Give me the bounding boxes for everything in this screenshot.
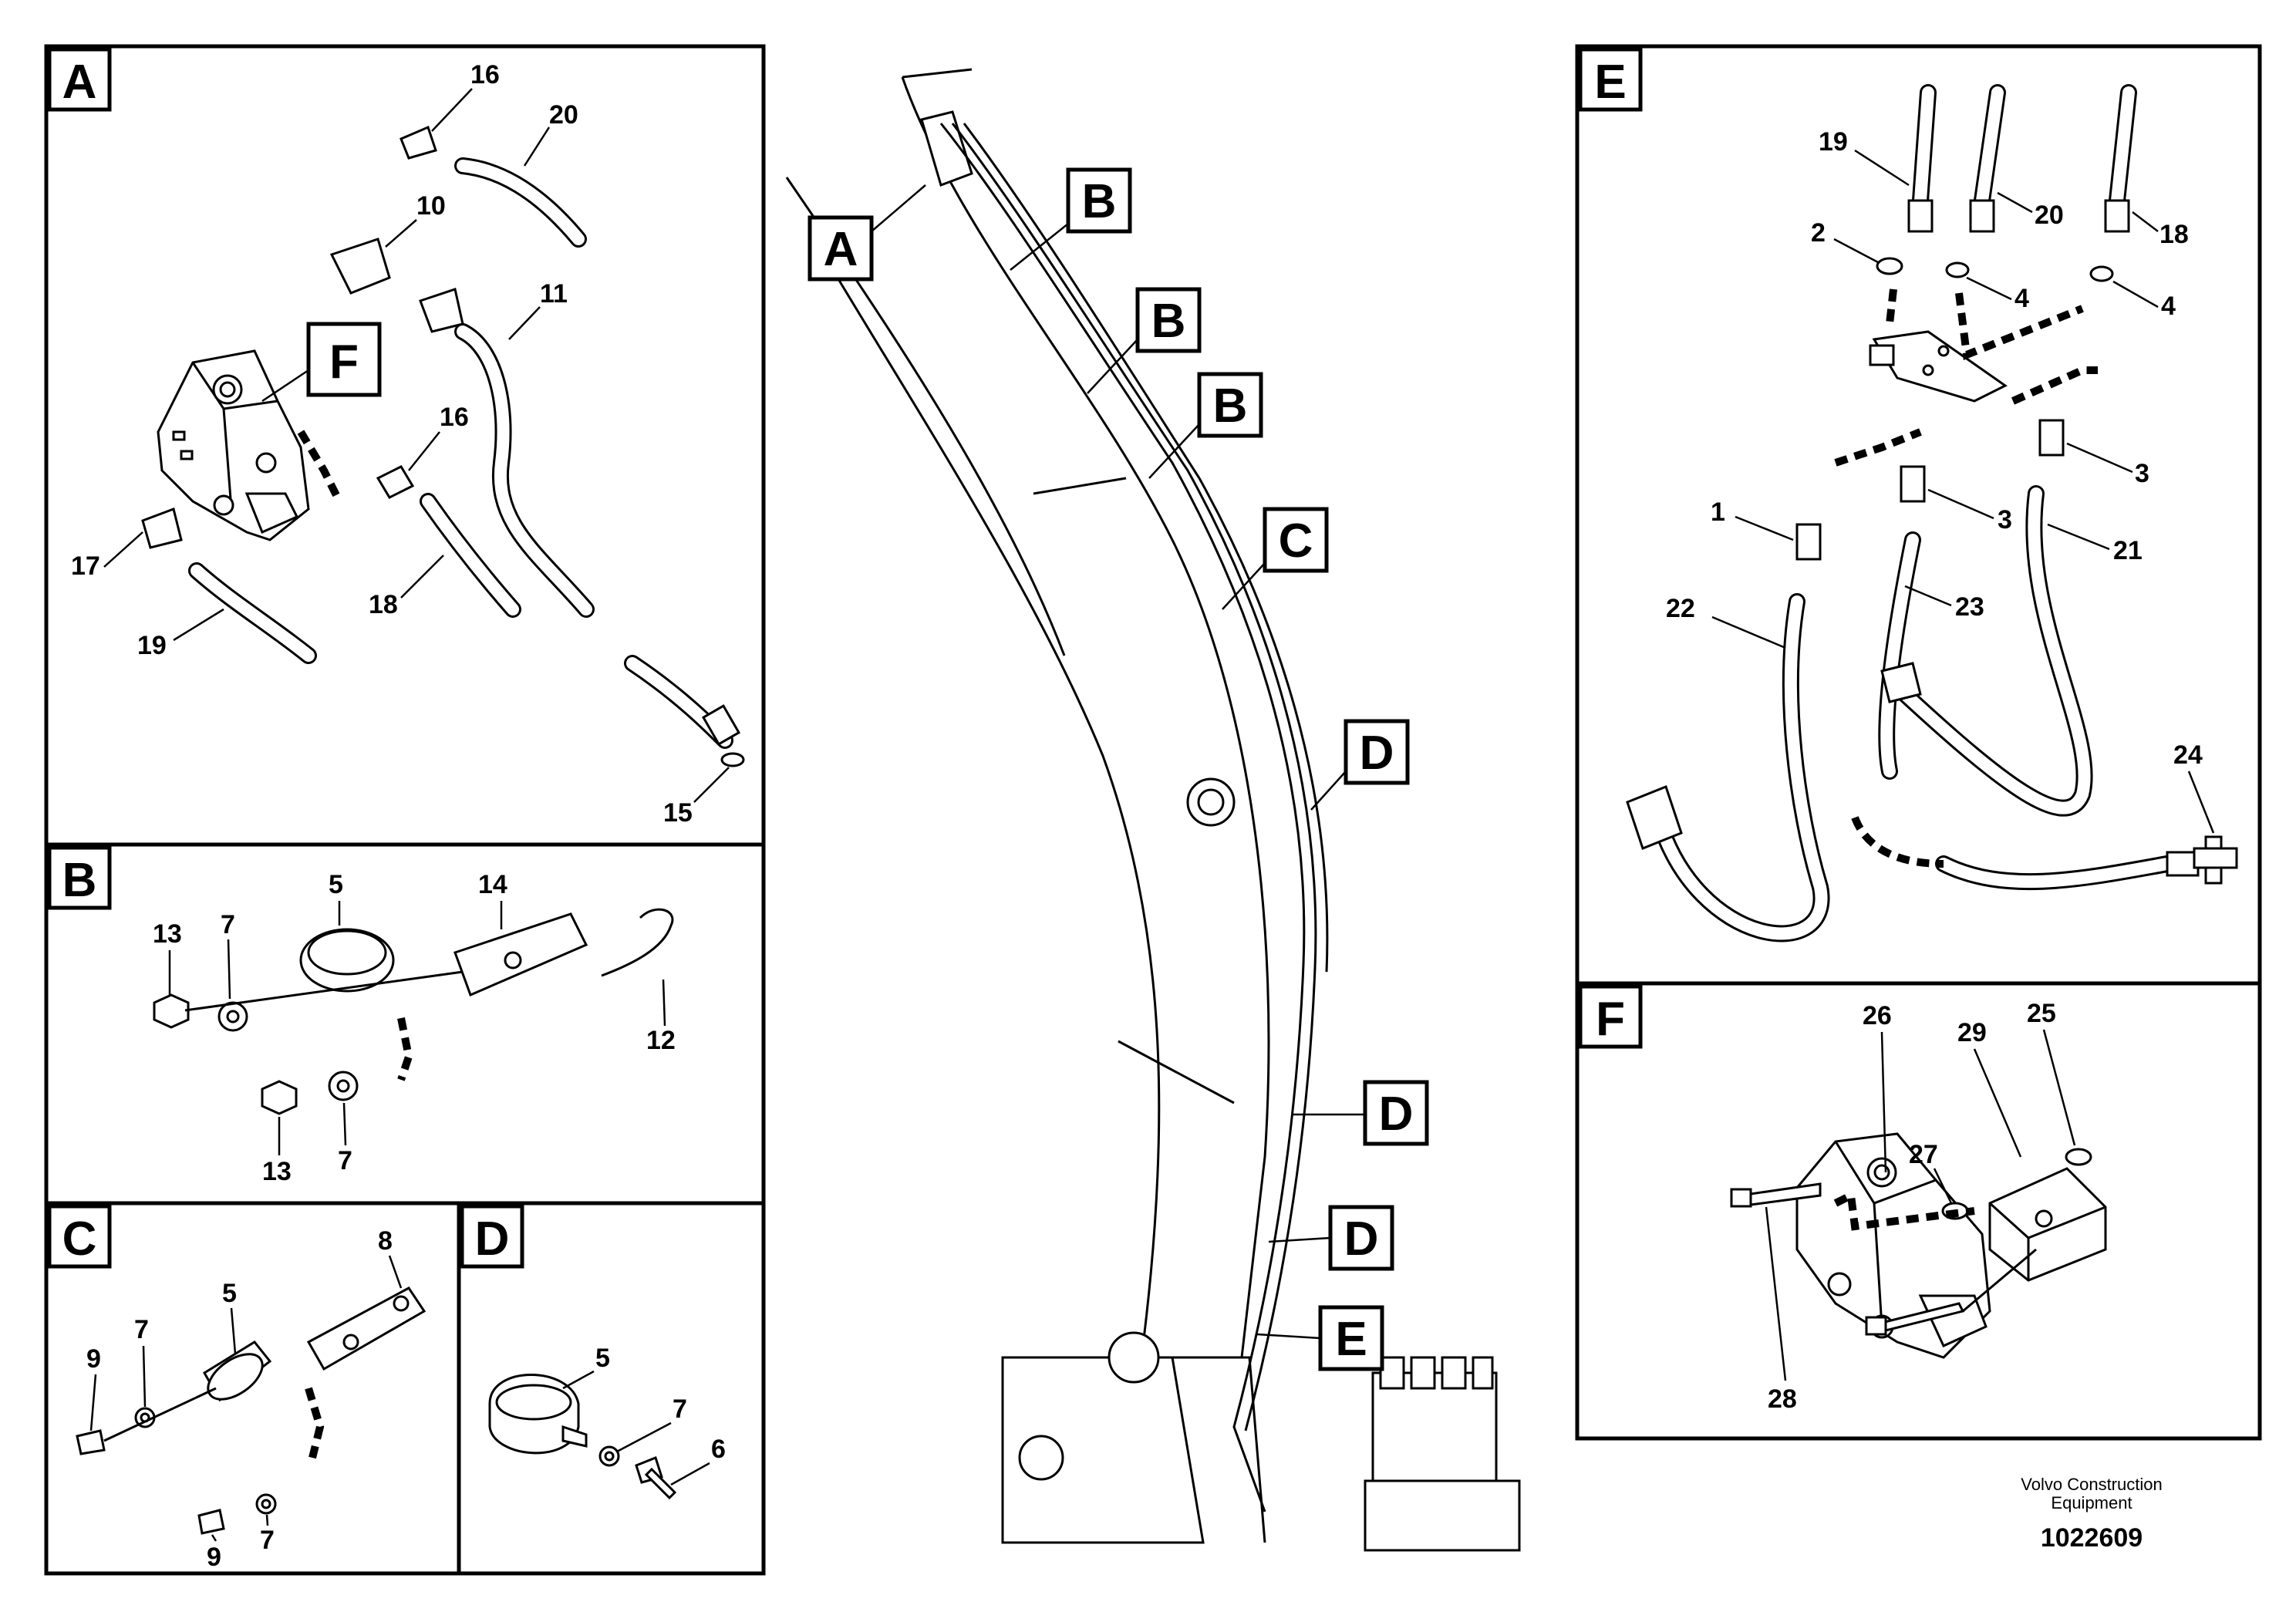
panel-c-tag: C [62, 1212, 97, 1266]
boom-label-e: E [1256, 1305, 1384, 1371]
valve-block-illustration [157, 349, 310, 541]
panel-d-tag: D [475, 1212, 510, 1266]
company-name-line-1: Volvo Construction [2021, 1475, 2162, 1494]
callout-e-2: 2 [1811, 218, 1826, 248]
clamp-assembly-b-illustration [153, 908, 674, 1115]
drawing-number: 1022609 [2041, 1523, 2143, 1553]
callout-e-19: 19 [1819, 127, 1848, 157]
callout-c-7-bottom: 7 [260, 1526, 275, 1555]
boom-label-d-1: D [1310, 719, 1410, 811]
svg-text:B: B [1213, 379, 1248, 433]
hose-bracket-illustration [1626, 84, 2238, 943]
callout-d-7: 7 [673, 1394, 687, 1424]
callout-e-23: 23 [1955, 592, 1984, 622]
callout-f-25: 25 [2027, 999, 2056, 1028]
callout-c-5: 5 [222, 1279, 237, 1308]
callout-a-10: 10 [416, 191, 446, 221]
valve-section-illustration [1730, 1132, 2107, 1359]
callout-b-13-top: 13 [153, 919, 182, 949]
svg-text:D: D [1379, 1088, 1414, 1141]
boom-label-d-2: D [1292, 1080, 1429, 1146]
callout-c-9-top: 9 [86, 1344, 101, 1374]
boom-illustration [785, 68, 1521, 1552]
boom-label-d-3: D [1268, 1205, 1394, 1271]
callout-e-4-left: 4 [2014, 284, 2029, 313]
boom-label-b-3: B [1148, 372, 1263, 479]
svg-text:A: A [824, 223, 858, 276]
panel-e: E [1575, 44, 2262, 986]
svg-text:B: B [1082, 175, 1117, 228]
callout-f-29: 29 [1957, 1018, 1987, 1047]
panel-b-tag: B [62, 854, 97, 907]
callout-b-12: 12 [646, 1026, 676, 1055]
svg-text:E: E [1335, 1313, 1367, 1366]
callout-a-20: 20 [549, 100, 578, 130]
callout-b-7-top: 7 [221, 910, 235, 939]
panel-f-tag: F [1596, 993, 1625, 1046]
callout-e-1: 1 [1711, 497, 1725, 527]
boom-label-b-2: B [1087, 287, 1202, 394]
callout-e-21: 21 [2113, 536, 2143, 565]
callout-c-9-bottom: 9 [207, 1543, 221, 1572]
panel-d: D 5 7 6 [457, 1201, 766, 1576]
panel-f: F 26 29 25 27 [1575, 981, 2262, 1441]
panel-a: A [44, 44, 766, 847]
company-name-line-2: Equipment [2051, 1493, 2132, 1512]
svg-text:C: C [1279, 514, 1313, 568]
callout-e-20: 20 [2035, 201, 2064, 230]
callout-e-24: 24 [2173, 740, 2203, 770]
callout-b-7-bottom: 7 [338, 1146, 352, 1175]
callout-f-26: 26 [1863, 1001, 1892, 1030]
svg-text:D: D [1360, 727, 1394, 780]
callout-a-19: 19 [137, 631, 167, 660]
callout-a-17: 17 [71, 551, 100, 581]
svg-text:D: D [1344, 1212, 1379, 1266]
svg-text:B: B [1151, 295, 1186, 348]
callout-d-6: 6 [711, 1435, 726, 1464]
callout-e-3-right: 3 [2135, 459, 2149, 488]
callout-b-13-bottom: 13 [262, 1157, 292, 1186]
callout-b-5: 5 [329, 870, 343, 899]
panel-a-detail-f-tag: F [329, 336, 359, 389]
callout-a-11: 11 [540, 279, 568, 309]
callout-a-16-top: 16 [470, 60, 500, 89]
callout-f-27: 27 [1909, 1140, 1938, 1169]
boom-label-c: C [1222, 507, 1329, 610]
callout-f-28: 28 [1768, 1384, 1797, 1414]
callout-e-3-mid: 3 [1998, 505, 2012, 534]
panel-a-tag: A [62, 56, 97, 109]
control-valve-illustration [1364, 1356, 1521, 1552]
panel-e-tag: E [1594, 56, 1626, 109]
callout-e-18: 18 [2159, 220, 2189, 249]
hose-assembly-illustration [141, 125, 745, 767]
clamp-assembly-d-illustration [488, 1374, 677, 1500]
callout-a-18: 18 [369, 590, 398, 619]
boom-label-b-1: B [1010, 167, 1132, 271]
callout-e-22: 22 [1666, 594, 1695, 623]
callout-a-15: 15 [663, 798, 693, 828]
callout-c-8: 8 [378, 1226, 393, 1256]
callout-b-14: 14 [478, 870, 507, 899]
clamp-assembly-c-illustration [76, 1286, 426, 1535]
callout-d-5: 5 [595, 1344, 610, 1373]
panel-b: B 13 7 5 14 12 13 7 [44, 842, 766, 1206]
callout-a-16-mid: 16 [440, 403, 469, 432]
panel-c: C 8 5 9 7 9 7 [44, 1201, 461, 1576]
callout-e-4-right: 4 [2161, 292, 2176, 321]
footer: Volvo Construction Equipment 1022609 [2021, 1475, 2162, 1553]
boom-label-a: A [807, 184, 926, 282]
callout-c-7-top: 7 [134, 1315, 149, 1344]
